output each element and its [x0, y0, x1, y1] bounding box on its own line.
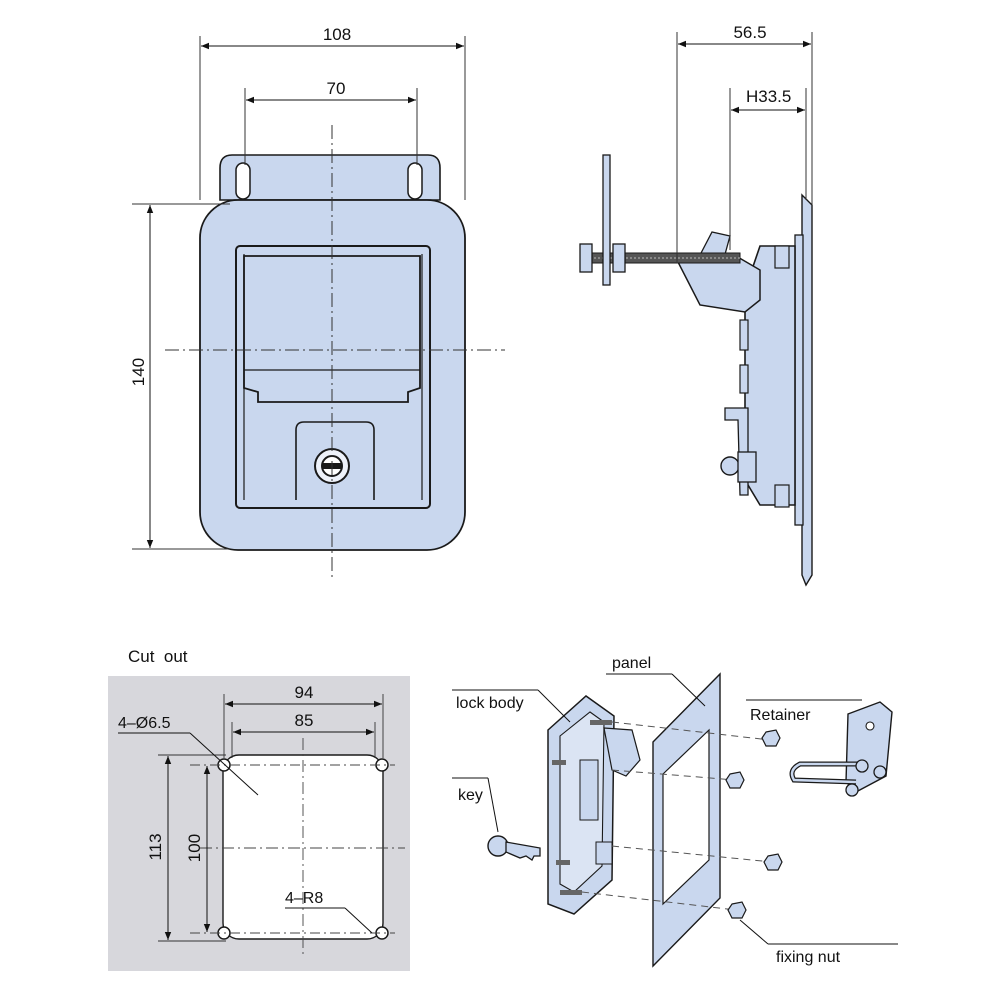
cutout-title: Cut out [128, 647, 188, 666]
front-view: 108 70 140 [129, 25, 505, 580]
label-fixing-nut: fixing nut [776, 949, 841, 966]
fixing-nut-2 [725, 771, 745, 789]
fixing-nut-4 [727, 901, 747, 919]
dim-label-85: 85 [295, 711, 314, 730]
radius-note: 4–R8 [285, 890, 323, 907]
rod-end-plate [602, 154, 611, 286]
label-key: key [458, 787, 483, 804]
panel-opening [662, 728, 710, 906]
cutout-view: Cut out 94 85 113 100 4–Ø6.5 4–R8 [108, 647, 410, 971]
dim-label-94: 94 [295, 683, 314, 702]
side-view: 56.5 H33.5 [579, 23, 813, 587]
dim-label-100: 100 [185, 834, 204, 862]
adjust-nut-1 [579, 243, 593, 273]
key-icon [487, 835, 541, 861]
dim-label-70: 70 [327, 79, 346, 98]
mounting-flange [219, 154, 441, 201]
retainer-bracket-side [676, 255, 761, 313]
label-lock-body: lock body [456, 695, 524, 712]
retainer-plate [845, 701, 893, 793]
mounting-slot-left [235, 162, 251, 200]
mounting-slot-right [407, 162, 423, 200]
fixing-nut-3 [763, 853, 783, 871]
label-panel: panel [612, 655, 651, 672]
screw-top [590, 720, 612, 725]
hole-note: 4–Ø6.5 [118, 715, 171, 732]
adjust-nut-2 [612, 243, 626, 273]
dim-label-140: 140 [129, 358, 148, 386]
label-retainer: Retainer [750, 707, 811, 724]
dim-label-56-5: 56.5 [733, 23, 766, 42]
key-cylinder-side [720, 456, 740, 476]
fixing-nut-1 [761, 729, 781, 747]
dim-label-h33-5: H33.5 [746, 87, 791, 106]
screw-bottom [560, 890, 582, 895]
exploded-view: panel lock body Retainer key fixing nut [452, 655, 898, 968]
dim-label-113: 113 [146, 833, 165, 860]
dim-label-108: 108 [323, 25, 351, 44]
lock-handle [603, 727, 641, 777]
